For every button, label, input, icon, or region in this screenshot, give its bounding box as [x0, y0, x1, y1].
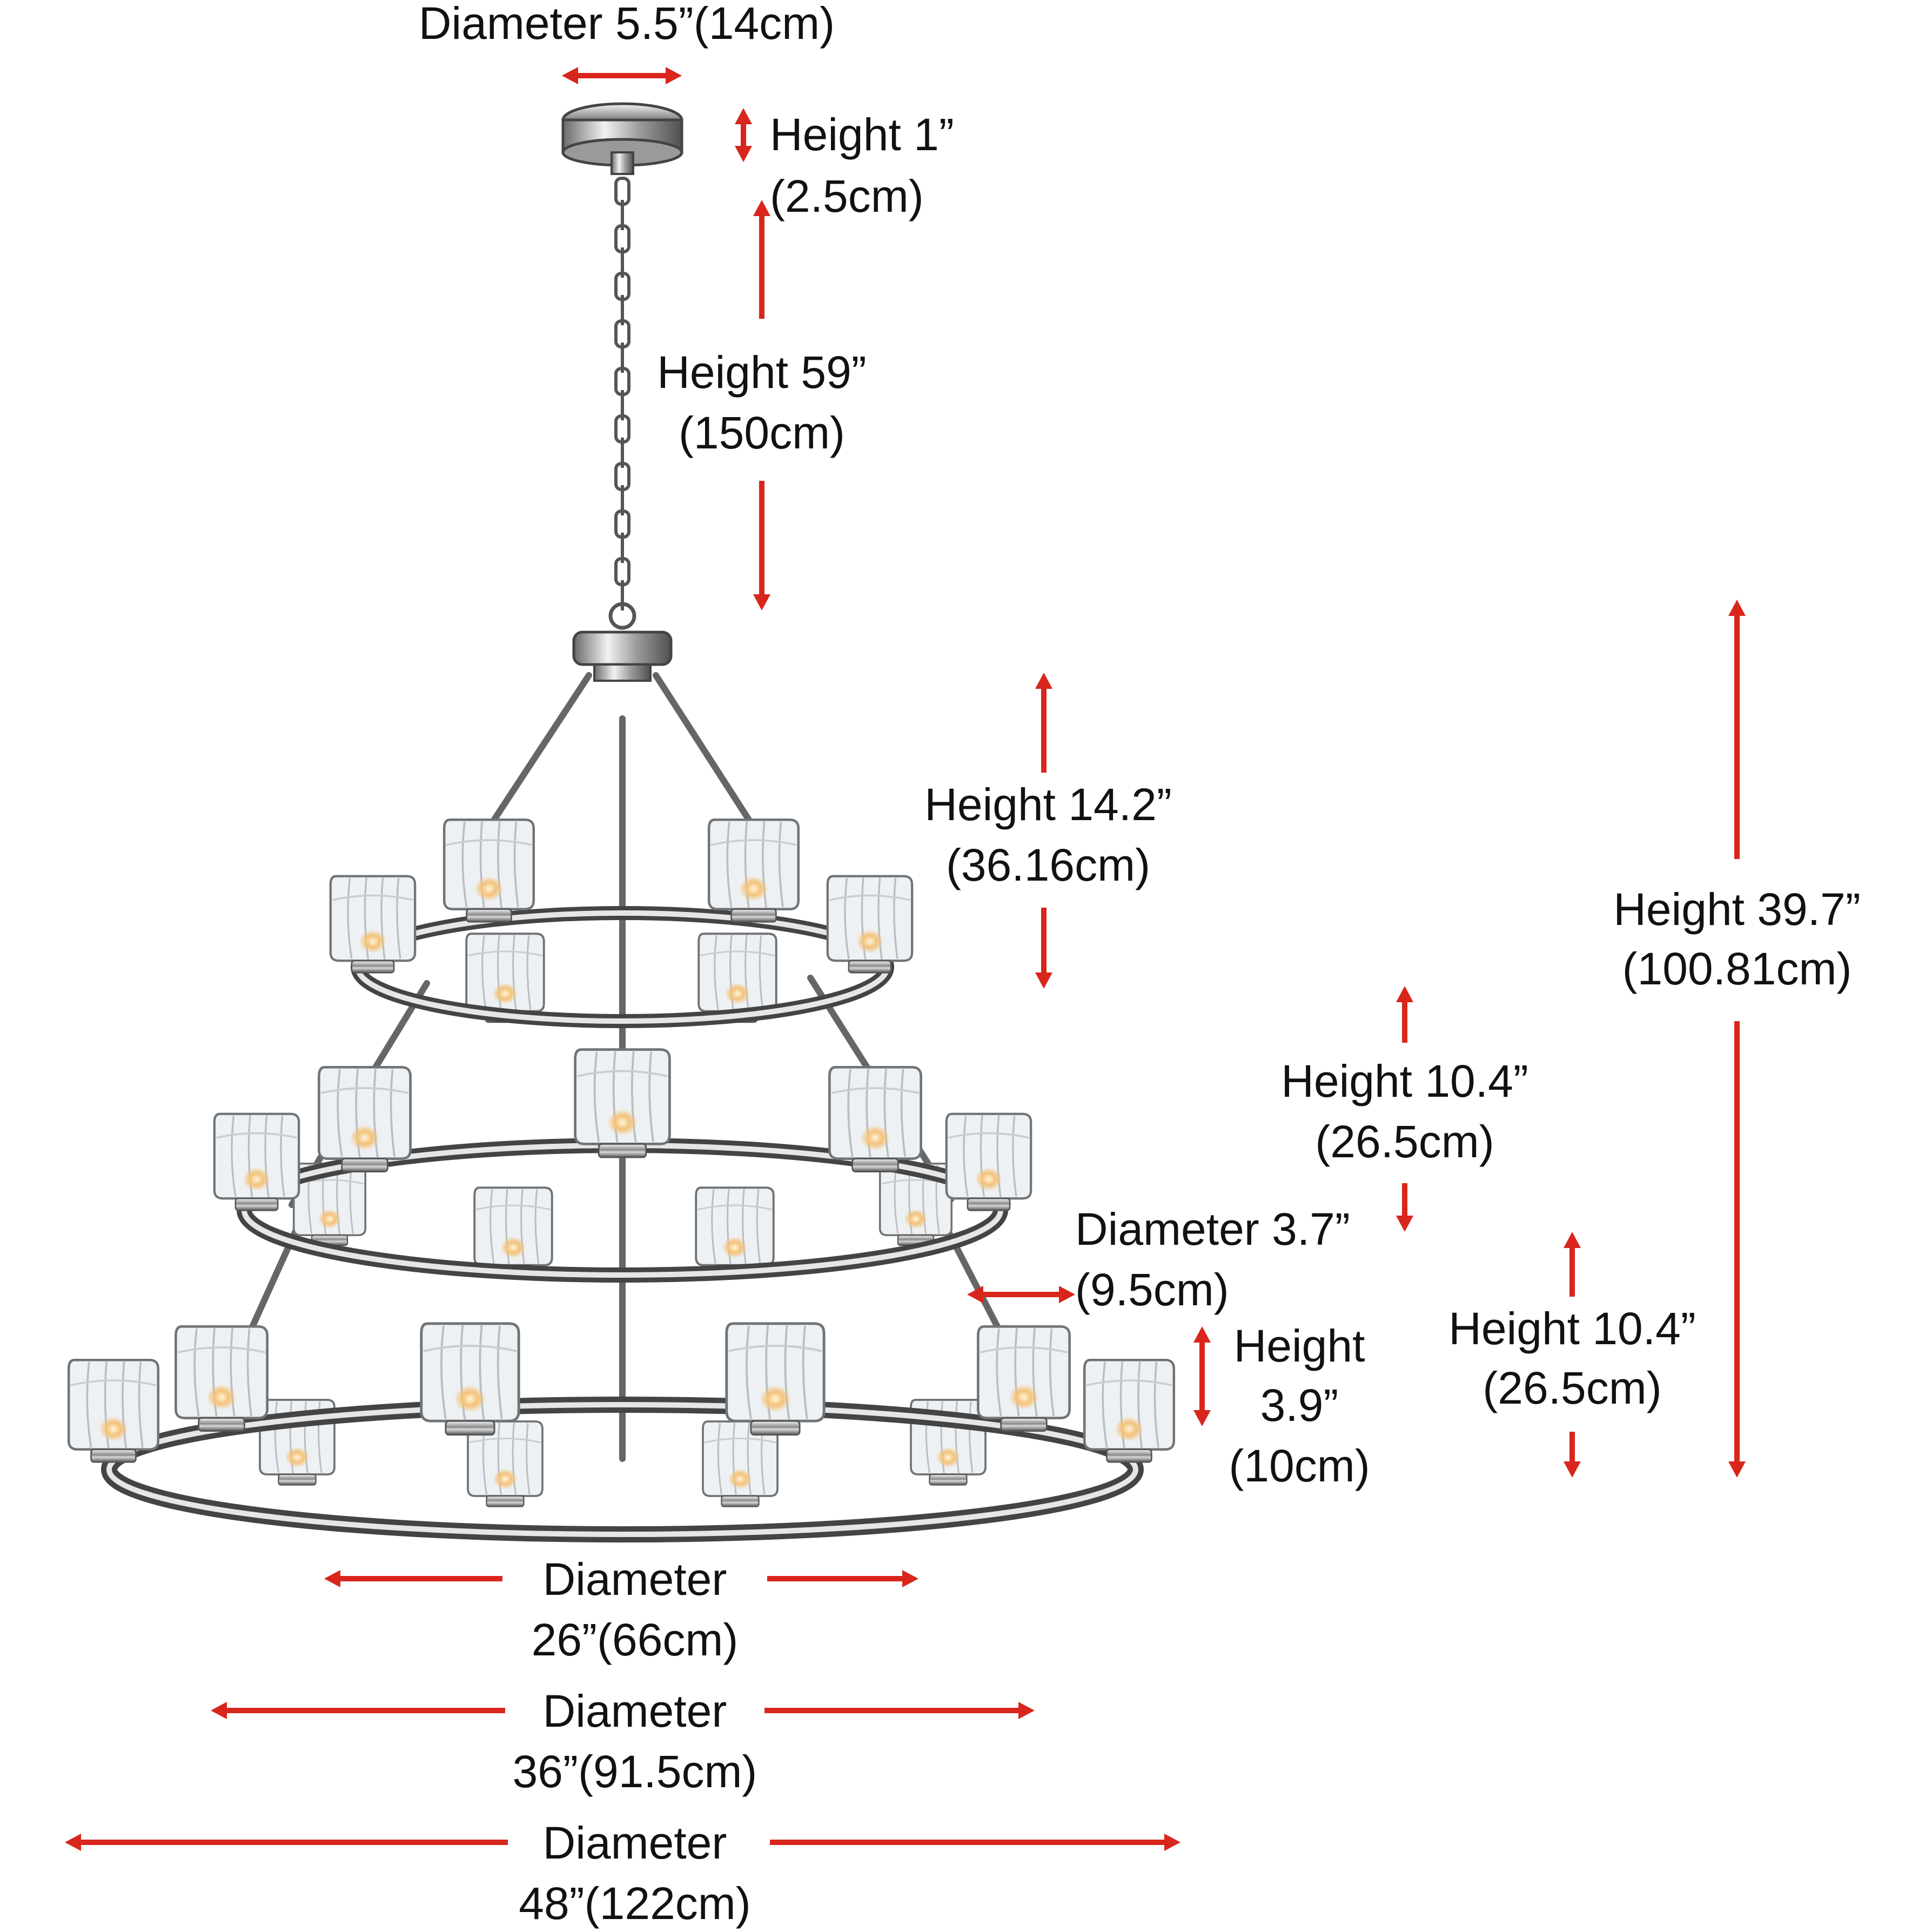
canopy-height-arrow	[735, 108, 752, 162]
top-tier-height-arrow-bottom	[1035, 908, 1052, 989]
bottom-tier-height-arrow-top	[1564, 1232, 1581, 1297]
chain-height-label-line1: Height 59”	[657, 347, 867, 398]
glass-shade-3	[709, 820, 799, 922]
glass-shade-13	[978, 1326, 1069, 1431]
chandelier-illustration	[69, 102, 1174, 1542]
glass-shade-12	[176, 1326, 267, 1431]
total-height-label-line2: (100.81cm)	[1622, 943, 1852, 994]
dimension-labels: Diameter 5.5”(14cm) Height 1” (2.5cm) He…	[419, 0, 1861, 1929]
top-ring-diameter-label-line2: 26”(66cm)	[532, 1614, 739, 1665]
top-ring-diameter-arrow-right	[767, 1570, 918, 1587]
shade-height-label-line3: (10cm)	[1229, 1440, 1370, 1491]
top-tier-height-label-line2: (36.16cm)	[946, 840, 1150, 890]
bottom-tier-height-label-line1: Height 10.4”	[1448, 1303, 1696, 1354]
glass-shade-15	[1084, 1360, 1174, 1462]
shade-height-label-line1: Height	[1234, 1320, 1365, 1371]
shade-height-arrow	[1193, 1326, 1211, 1426]
top-tier-height-label-line1: Height 14.2”	[924, 779, 1172, 830]
glass-shade-10	[421, 1324, 519, 1435]
mid-ring-diameter-arrow-right	[764, 1702, 1035, 1719]
chain	[614, 177, 630, 611]
canopy-height-label-line1: Height 1”	[770, 109, 954, 160]
glass-shade-2	[444, 820, 534, 922]
mid-ring-diameter-label-line1: Diameter	[543, 1686, 727, 1736]
chain-height-arrow-top	[753, 200, 770, 319]
total-height-arrow-bottom	[1728, 1021, 1746, 1478]
glass-shade-11	[727, 1324, 824, 1435]
shade-diameter-label-line1: Diameter 3.7”	[1075, 1204, 1350, 1255]
top-ring-diameter-label-line1: Diameter	[543, 1554, 727, 1605]
canopy-diameter-arrow	[562, 67, 682, 84]
total-height-label-line1: Height 39.7”	[1613, 884, 1861, 935]
center-hub	[572, 630, 673, 666]
bottom-tier-height-arrow-bottom	[1564, 1432, 1581, 1478]
bottom-tier-height-label-line2: (26.5cm)	[1482, 1363, 1661, 1413]
glass-shade-8	[214, 1114, 299, 1211]
glass-shade-14	[69, 1360, 158, 1462]
shade-diameter-label-line2: (9.5cm)	[1075, 1264, 1229, 1315]
bottom-ring-diameter-arrow-left	[65, 1834, 508, 1851]
glass-shade-4	[828, 876, 912, 973]
dimension-arrows	[65, 67, 1746, 1851]
canopy-diameter-label: Diameter 5.5”(14cm)	[419, 0, 835, 49]
mid-tier-height-arrow-bottom	[1396, 1183, 1413, 1232]
mid-tier-height-label-line1: Height 10.4”	[1281, 1056, 1528, 1106]
mid-tier-height-label-line2: (26.5cm)	[1315, 1116, 1494, 1167]
total-height-arrow-top	[1728, 600, 1746, 859]
chain-height-label-line2: (150cm)	[679, 407, 845, 458]
glass-shade-back-4	[695, 1186, 775, 1277]
glass-shade-5	[575, 1050, 670, 1158]
mid-tier-height-arrow-top	[1396, 986, 1413, 1043]
shade-height-label-line2: 3.9”	[1260, 1380, 1339, 1431]
canopy-height-label-line2: (2.5cm)	[770, 171, 924, 222]
glass-shade-back-3	[473, 1186, 553, 1277]
shade-diameter-arrow	[967, 1286, 1075, 1303]
chain-height-arrow-bottom	[753, 481, 770, 611]
top-tier-height-arrow-top	[1035, 673, 1052, 773]
glass-shade-6	[319, 1067, 410, 1171]
bottom-ring-diameter-label-line2: 48”(122cm)	[519, 1878, 750, 1929]
glass-shade-9	[947, 1114, 1031, 1211]
glass-shade-7	[829, 1067, 921, 1171]
bottom-ring-diameter-arrow-right	[770, 1834, 1180, 1851]
bottom-ring-diameter-label-line1: Diameter	[543, 1817, 727, 1868]
glass-shade-1	[331, 876, 415, 973]
mid-ring-diameter-label-line2: 36”(91.5cm)	[513, 1746, 757, 1797]
mid-ring-diameter-arrow-left	[211, 1702, 505, 1719]
top-ring-diameter-arrow-left	[324, 1570, 502, 1587]
